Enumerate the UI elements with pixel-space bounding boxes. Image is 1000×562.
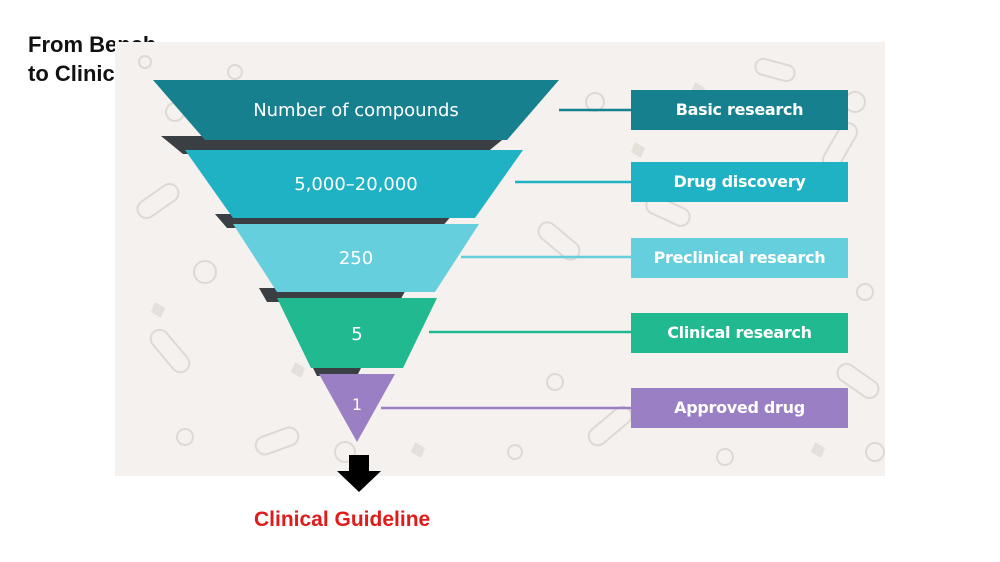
funnel-diagram-panel: Number of compounds 5,000–20,000 250 5 1… — [115, 42, 885, 476]
funnel-stage-4-value: 5 — [351, 324, 362, 345]
clinical-guideline-label: Clinical Guideline — [254, 508, 431, 531]
funnel-stage-5 — [319, 374, 395, 442]
stage-label-preclinical-research: Preclinical research — [631, 238, 848, 278]
funnel-stage-2 — [185, 150, 523, 218]
funnel-stage-1-value: Number of compounds — [253, 100, 459, 121]
down-arrow-icon — [337, 455, 381, 492]
funnel-stage-1 — [153, 80, 559, 140]
stage-label-approved-drug: Approved drug — [631, 388, 848, 428]
title-line-2: to Clinic — [28, 61, 115, 86]
funnel: Number of compounds 5,000–20,000 250 5 1 — [153, 80, 631, 442]
funnel-stage-3 — [233, 224, 479, 292]
stage-label-basic-research: Basic research — [631, 90, 848, 130]
stage-label-clinical-research: Clinical research — [631, 313, 848, 353]
funnel-connector-1 — [161, 136, 507, 154]
funnel-stage-2-value: 5,000–20,000 — [294, 174, 418, 195]
funnel-stage-5-value: 1 — [352, 395, 362, 414]
funnel-stage-3-value: 250 — [339, 248, 373, 269]
funnel-stage-4 — [277, 298, 437, 368]
stage-label-drug-discovery: Drug discovery — [631, 162, 848, 202]
